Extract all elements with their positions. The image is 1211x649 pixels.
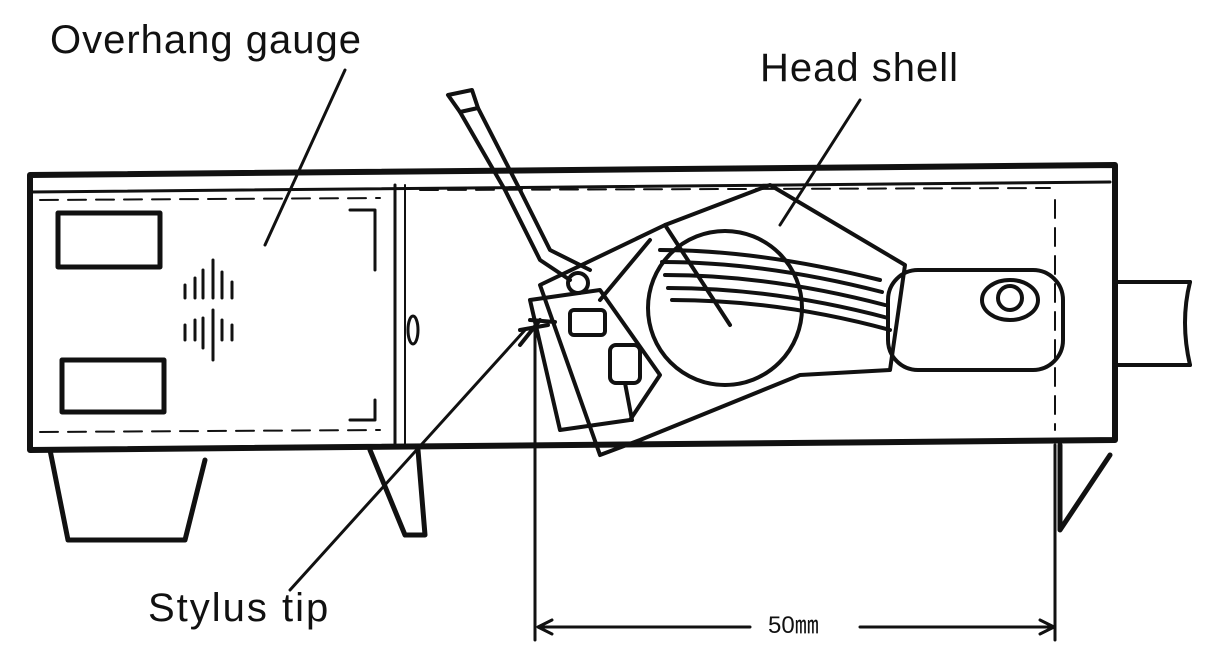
leader-lines — [263, 68, 862, 592]
finger-lift — [446, 88, 592, 295]
gauge-body — [27, 162, 1118, 453]
dimension-label: 50㎜ — [760, 614, 827, 638]
stylus-tip-label: Stylus tip — [148, 586, 331, 630]
head-shell — [538, 183, 1065, 457]
gauge-legs — [47, 442, 1113, 543]
gauge-tick-marks — [183, 258, 234, 362]
overhang-gauge-label: Overhang gauge — [50, 18, 363, 62]
window-cutout-top — [55, 210, 163, 270]
cartridge — [518, 288, 662, 432]
window-cutout-bottom — [59, 357, 167, 415]
gauge-brackets — [348, 208, 420, 422]
tonearm-pipe — [1113, 280, 1192, 367]
head-shell-label: Head shell — [760, 46, 960, 90]
dimension-line — [533, 328, 1057, 642]
